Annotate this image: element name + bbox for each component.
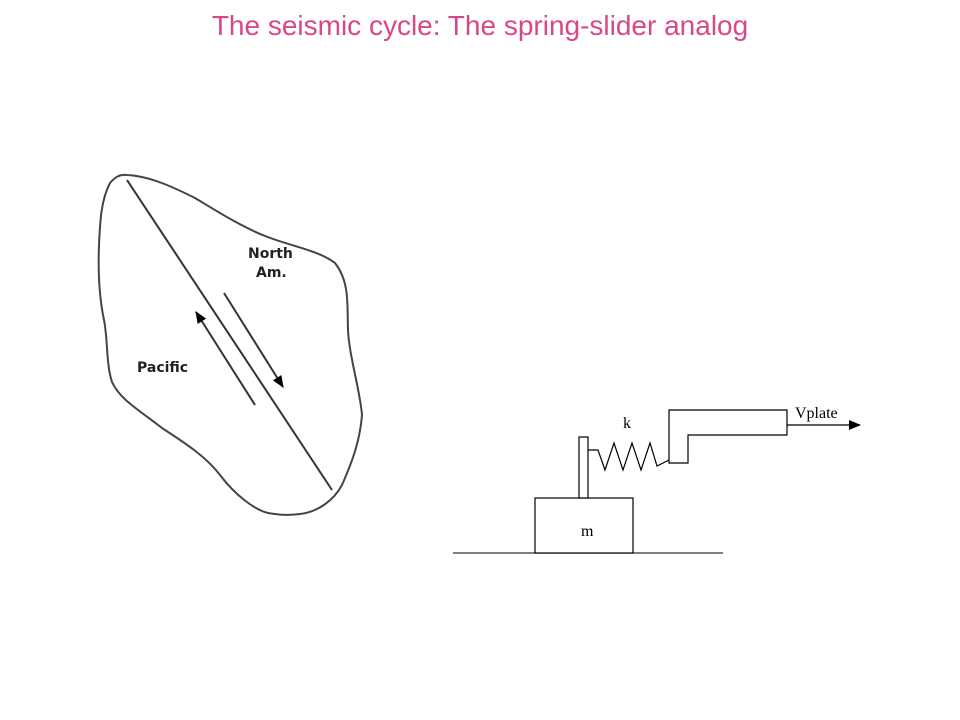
landmass-outline (97, 173, 364, 516)
mass-label: m (581, 523, 594, 540)
north-america-motion-arrow (223, 292, 284, 388)
slide-title: The seismic cycle: The spring-slider ana… (211, 10, 749, 41)
spring-label: k (623, 415, 631, 432)
loading-rod (668, 409, 788, 464)
plate-velocity-label: Vplate (795, 405, 838, 422)
spring-slider: m k Vplate (453, 405, 861, 554)
spring-coil (588, 441, 670, 472)
north-america-label-line2: Am. (256, 265, 287, 281)
plate-map: North Am. Pacific (97, 173, 364, 516)
spring-attachment-post (578, 436, 589, 499)
fault-line (126, 179, 333, 491)
north-america-label-line1: North (248, 246, 293, 262)
pacific-motion-arrow (195, 311, 256, 406)
pacific-label: Pacific (137, 360, 188, 376)
mass-block (534, 497, 634, 554)
